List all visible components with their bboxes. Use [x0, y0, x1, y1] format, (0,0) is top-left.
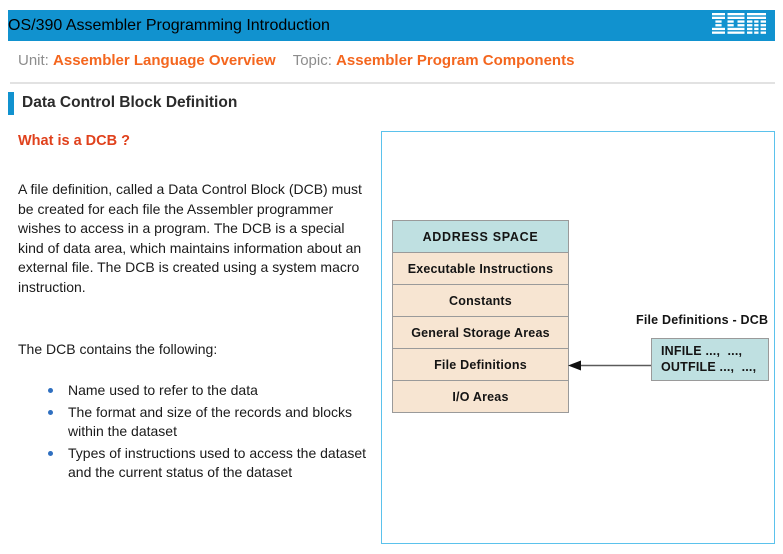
address-space-row-general-storage-areas: General Storage Areas [392, 316, 569, 349]
bullet-dot-icon [48, 409, 53, 415]
list-item: Types of instructions used to access the… [34, 444, 374, 483]
content-paragraph: A file definition, called a Data Control… [18, 181, 362, 295]
bullet-dot-icon [48, 388, 53, 393]
dcb-outfile-line: OUTFILE ..., ..., [661, 359, 757, 374]
dcb-infile-line: INFILE ..., ..., [661, 344, 743, 358]
address-space-diagram: ADDRESS SPACE Executable Instructions Co… [392, 220, 569, 413]
address-space-row-file-definitions: File Definitions [392, 348, 569, 381]
address-space-row-constants: Constants [392, 284, 569, 317]
list-item: The format and size of the records and b… [34, 403, 374, 442]
section-accent-bar [8, 92, 14, 115]
dcb-callout-box: INFILE ..., ..., OUTFILE ..., ..., [651, 338, 769, 381]
list-item-label: Name used to refer to the data [68, 382, 258, 398]
page-title: OS/390 Assembler Programming Introductio… [8, 16, 330, 34]
topic-value: Assembler Program Components [336, 52, 575, 69]
breadcrumb: Unit: Assembler Language Overview Topic:… [18, 52, 574, 69]
address-space-row-io-areas: I/O Areas [392, 380, 569, 413]
unit-value: Assembler Language Overview [53, 52, 276, 69]
dcb-callout-caption: File Definitions - DCB [636, 313, 769, 327]
app-header-bar: OS/390 Assembler Programming Introductio… [8, 10, 775, 41]
unit-label: Unit: [18, 52, 49, 69]
list-item-label: The format and size of the records and b… [68, 403, 353, 440]
list-item-label: Types of instructions used to access the… [68, 444, 367, 481]
dcb-connector-arrow [568, 358, 654, 371]
ibm-logo [712, 12, 766, 39]
address-space-row-executable-instructions: Executable Instructions [392, 252, 569, 285]
content-list-intro: The DCB contains the following: [18, 341, 218, 357]
bullet-dot-icon [48, 450, 53, 456]
section-title: Data Control Block Definition [22, 94, 238, 111]
content-subheading: What is a DCB ? [18, 133, 130, 149]
topic-label: Topic: [292, 52, 332, 69]
dcb-contents-list: Name used to refer to the data The forma… [34, 381, 374, 485]
address-space-header: ADDRESS SPACE [392, 220, 569, 253]
list-item: Name used to refer to the data [34, 381, 374, 401]
header-divider [10, 82, 775, 84]
